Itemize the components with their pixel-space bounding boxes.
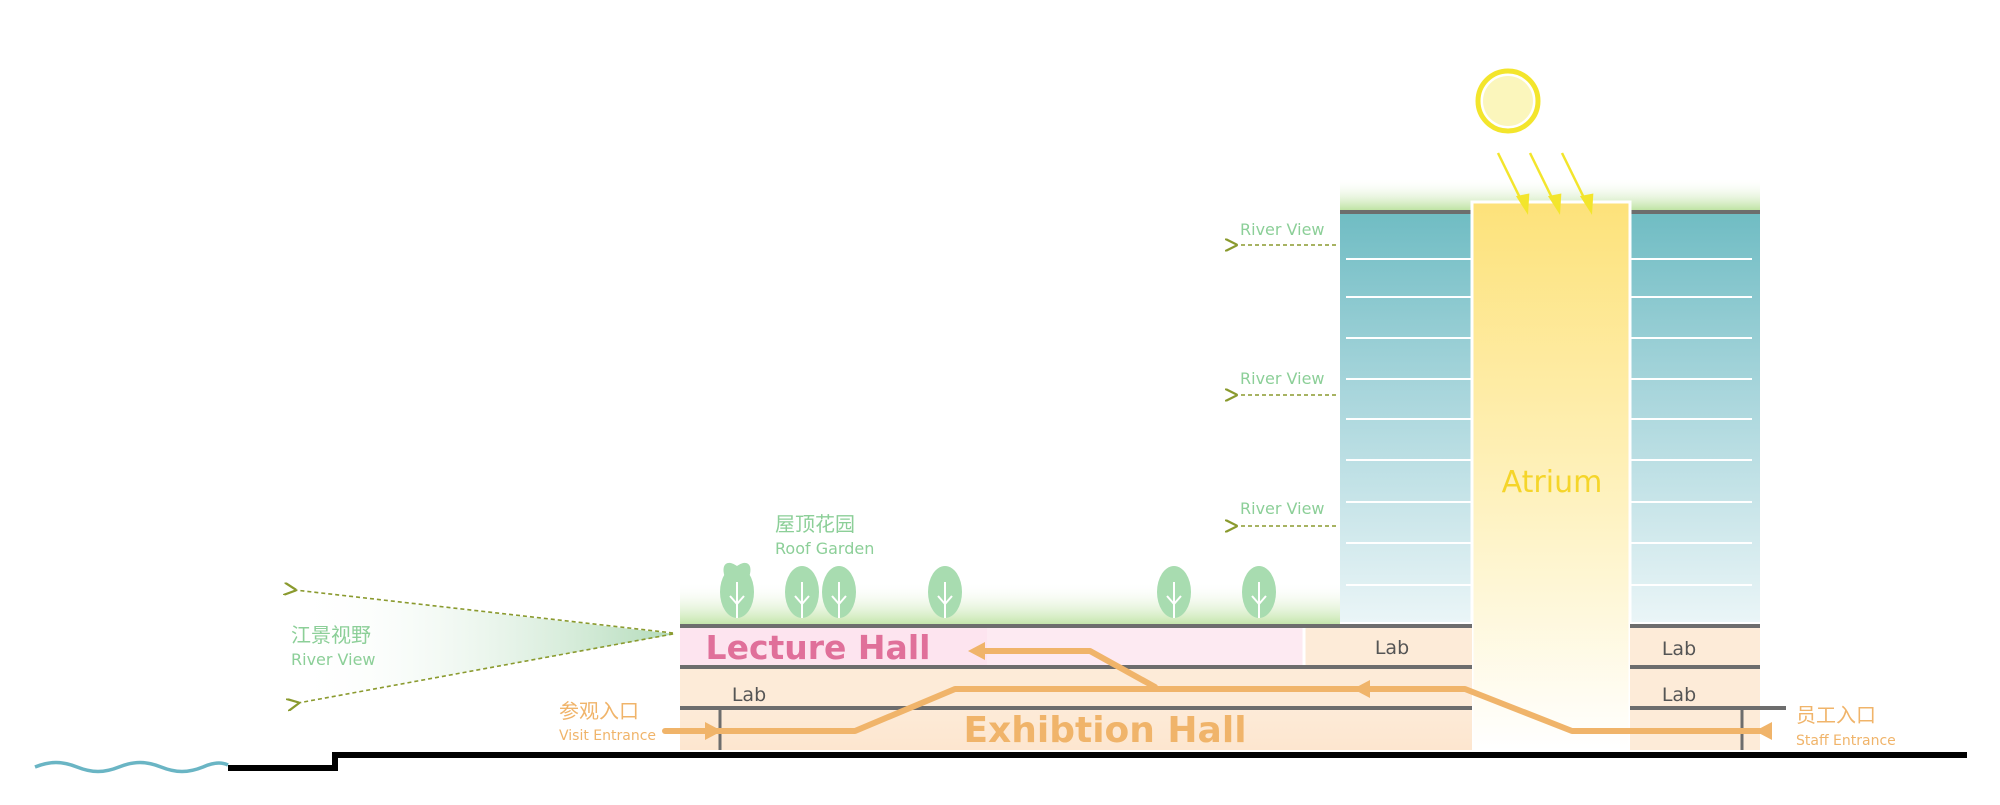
lab-label-upper-mid: Lab	[1375, 637, 1409, 659]
roof-trees	[720, 562, 1276, 618]
arrow-left-icon	[1353, 680, 1370, 698]
river-view-tower-low: River View	[1236, 499, 1336, 526]
river-view-cone-label: River View	[291, 650, 376, 669]
roof-garden-cn-label: 屋顶花园	[775, 512, 855, 536]
river-view-label-low: River View	[1240, 499, 1325, 518]
visit-entrance-cn-label: 参观入口	[559, 699, 639, 723]
roof-garden-strip	[680, 582, 1340, 626]
lab-label-upper-right: Lab	[1662, 638, 1696, 660]
arrow-left-icon	[298, 633, 674, 703]
exhibition-hall-label: Exhibtion Hall	[963, 710, 1246, 751]
lecture-hall-annex	[987, 627, 1303, 665]
lab-label-lower-left: Lab	[732, 684, 766, 706]
arrow-left-icon	[1755, 722, 1772, 740]
tree-icon	[1242, 566, 1276, 618]
sun-icon	[1475, 68, 1594, 215]
tree-icon	[822, 566, 856, 618]
lab-label-lower-right: Lab	[1662, 684, 1696, 706]
visit-entrance-label: Visit Entrance	[559, 728, 656, 744]
arrow-left-icon	[295, 590, 674, 634]
tree-icon	[928, 566, 962, 618]
lab-room-upper-right	[1630, 627, 1760, 665]
ground-line	[228, 752, 1967, 771]
roof-garden-label: Roof Garden	[775, 539, 874, 558]
lab-room-upper-mid	[1305, 627, 1472, 665]
lecture-hall-label: Lecture Hall	[706, 628, 931, 667]
circulation-paths	[662, 648, 1763, 734]
river-view-label-top: River View	[1240, 220, 1325, 239]
tree-icon	[1157, 566, 1191, 618]
river-view-tower-top: River View	[1236, 220, 1336, 245]
tree-icon	[720, 562, 754, 618]
lecture-hall-room	[680, 627, 987, 665]
staff-entrance-label: Staff Entrance	[1796, 733, 1896, 749]
circulation-arrowheads	[705, 642, 1772, 740]
water-wave-icon	[34, 760, 229, 774]
river-view-label-mid: River View	[1240, 369, 1325, 388]
arrow-right-icon	[705, 722, 722, 740]
tree-icon	[785, 566, 819, 618]
river-view-tower-mid: River View	[1236, 369, 1336, 395]
lab-room-lower-right	[1630, 669, 1760, 706]
atrium-label: Atrium	[1502, 465, 1603, 500]
river-view-cone: 江景视野 River View	[291, 590, 675, 703]
staff-entrance-cn-label: 员工入口	[1796, 703, 1876, 727]
arrow-left-icon	[968, 642, 985, 660]
floor-slabs	[680, 624, 1786, 710]
river-view-cn-label: 江景视野	[291, 623, 371, 647]
atrium-shaft	[1470, 200, 1632, 752]
